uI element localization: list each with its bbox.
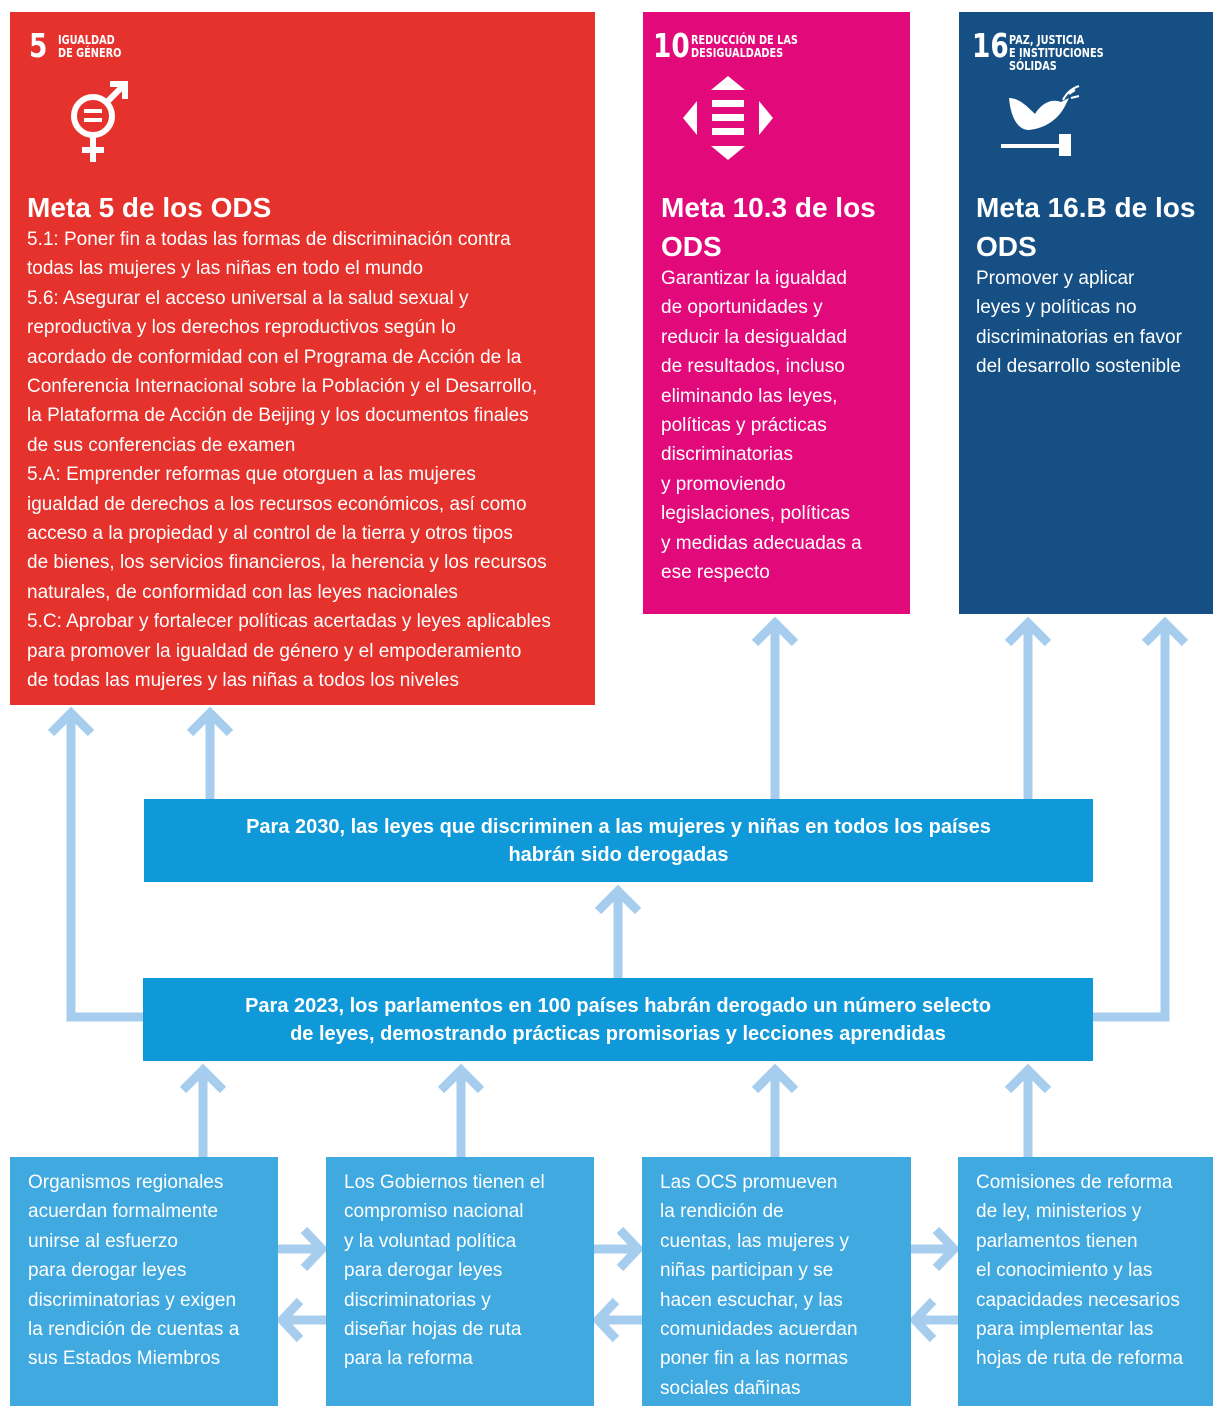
sdg16-body: Promover y aplicar leyes y políticas no … [976, 268, 1182, 378]
reduced-inequalities-icon [683, 76, 773, 160]
dove-gavel-icon [1001, 85, 1080, 156]
sdg5-label: IGUALDAD DE GÉNERO [57, 32, 122, 60]
sdg10-badge: 10 REDUCCIÓN DE LAS DESIGUALDADES [653, 26, 828, 65]
goal-2030-box: Para 2030, las leyes que discriminen a l… [144, 799, 1093, 882]
sdg5-number: 5 [29, 26, 48, 65]
bottom-box-governments: Los Gobiernos tienen el compromiso nacio… [326, 1157, 594, 1406]
sdg5-body: 5.1: Poner fin a todas las formas de dis… [27, 229, 551, 692]
sdg16-number: 16 [972, 26, 1009, 65]
sdg16-title: Meta 16.B de los ODS [976, 192, 1196, 262]
arrow-2023-to-sdg5 [66, 718, 143, 1022]
gender-equality-icon [71, 81, 128, 162]
sdg10-number: 10 [653, 26, 690, 65]
bottom-box-regional-bodies: Organismos regionales acuerdan formalmen… [10, 1157, 278, 1406]
sdg16-badge: 16 PAZ, JUSTICIA E INSTITUCIONES SÓLIDAS [972, 26, 1130, 73]
goal-2023-box: Para 2023, los parlamentos en 100 países… [143, 978, 1093, 1061]
sdg16-card: 16 PAZ, JUSTICIA E INSTITUCIONES SÓLIDAS… [959, 12, 1213, 614]
sdg16-label: PAZ, JUSTICIA E INSTITUCIONES SÓLIDAS [1009, 32, 1104, 73]
sdg5-badge: 5 IGUALDAD DE GÉNERO [29, 26, 139, 65]
sdg10-card: 10 REDUCCIÓN DE LAS DESIGUALDADES Meta 1… [643, 12, 910, 614]
arrow-2023-to-sdg16 [1093, 628, 1170, 1022]
bottom-box-csos: Las OCS promueven la rendición de cuenta… [642, 1157, 911, 1406]
sdg5-card: 5 IGUALDAD DE GÉNERO Meta 5 de los ODS 5… [10, 12, 595, 705]
sdg10-label: REDUCCIÓN DE LAS DESIGUALDADES [691, 32, 798, 60]
sdg10-title: Meta 10.3 de los ODS [661, 192, 876, 262]
bottom-box-law-commissions: Comisiones de reforma de ley, ministerio… [958, 1157, 1213, 1406]
sdg5-title: Meta 5 de los ODS [27, 192, 272, 223]
sdg10-body: Garantizar la igualdad de oportunidades … [661, 268, 862, 584]
